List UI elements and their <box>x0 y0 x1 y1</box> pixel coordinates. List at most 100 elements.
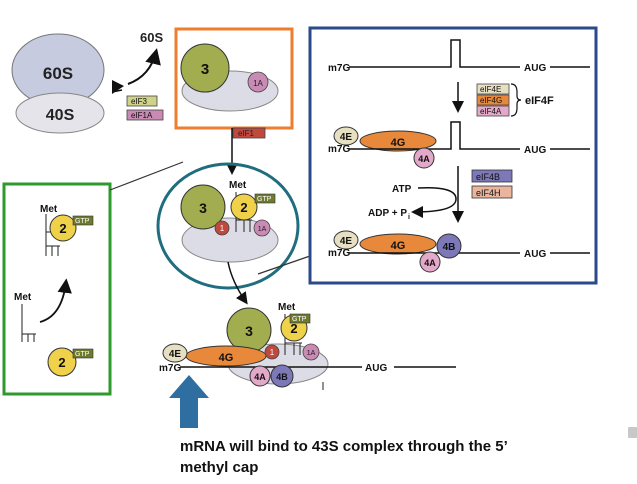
caption-line-2: methyl cap <box>180 459 259 476</box>
binding-site-arrow <box>169 375 209 428</box>
factor-3-label: 3 <box>201 61 209 78</box>
label-released-60s: 60S <box>140 30 163 45</box>
aug-label: AUG <box>365 363 387 374</box>
dissociation-arrow-head <box>112 80 124 94</box>
eif4e-box <box>476 83 510 95</box>
ternary-complex-panel: Met 2 GTP Met 2 GTP <box>2 161 184 396</box>
factor-1a-label: 1A <box>307 350 316 357</box>
eif4e-label: eIF4E <box>480 85 501 94</box>
eif4h-box <box>471 185 513 199</box>
eif4g-box <box>476 94 510 106</box>
aug-label-2: AUG <box>524 145 546 156</box>
complex-43s-panel: 3 1A eIF1 <box>174 27 294 175</box>
mrna-strand-1 <box>349 39 590 68</box>
trna-bottom <box>21 304 36 342</box>
eif4a-circle <box>249 365 271 387</box>
factor-3-label: 3 <box>245 323 253 339</box>
label-60s: 60S <box>43 64 73 83</box>
eif4e-ellipse <box>162 343 188 363</box>
factor-2-label-bottom: 2 <box>58 355 65 370</box>
eif4b-circle <box>270 364 294 388</box>
eif4e-ellipse <box>333 126 359 146</box>
adp-subscript: i <box>408 214 410 221</box>
eif4a-box <box>476 105 510 117</box>
factor-2-label: 2 <box>240 200 247 215</box>
release-60s-arrow <box>127 48 161 85</box>
blue-frame <box>308 26 598 285</box>
eif4g-ellipse <box>359 130 437 152</box>
eif4b-box <box>471 169 513 183</box>
met-label-top: Met <box>40 204 58 215</box>
aug-label-3: AUG <box>524 249 546 260</box>
factor-3-circle <box>180 43 230 93</box>
factor-2-label: 2 <box>290 321 297 336</box>
factor-1-label: 1 <box>270 348 275 357</box>
factor-eif1-label: eIF1 <box>238 129 255 138</box>
eif4h-label: eIF4H <box>476 188 501 198</box>
adp-label: ADP + P <box>368 208 407 219</box>
eif4g-label: 4G <box>391 137 406 149</box>
cap-label: m7G <box>159 363 181 374</box>
cap-label-3: m7G <box>328 248 350 259</box>
preinitiation-panel: 3 Met 2 GTP 1 1A <box>156 162 311 305</box>
eif4a-label: eIF4A <box>480 107 502 116</box>
gtp-box-top <box>72 215 94 226</box>
atp-hydrolysis-curve <box>411 186 457 218</box>
eif4e-label: 4E <box>169 349 182 360</box>
eif4f-label: eIF4F <box>525 95 554 107</box>
gtp-label-top: GTP <box>75 218 90 225</box>
met-label-bottom: Met <box>14 292 32 303</box>
eif4g-label: eIF4G <box>480 96 502 105</box>
factor-eif3-label: eIF3 <box>131 97 148 106</box>
met-label: Met <box>229 180 247 191</box>
eif4a-label: 4A <box>254 372 266 382</box>
aug-label-1: AUG <box>524 63 546 74</box>
atp-label: ATP <box>392 184 412 195</box>
mrna-strand-2 <box>349 121 590 150</box>
ribosome-dissociation: 60S 40S 60S eIF3 eIF1A <box>11 30 164 134</box>
eif4b-label: eIF4B <box>476 172 500 182</box>
eif4e-label: 4E <box>340 236 353 247</box>
factor-1-label: 1 <box>220 224 225 233</box>
label-40s: 40S <box>46 107 75 124</box>
eif4a-circle <box>413 147 435 169</box>
cap-label-1: m7G <box>328 63 350 74</box>
caption-line-1: mRNA will bind to 43S complex through th… <box>180 438 508 455</box>
eif4a-circle <box>419 251 441 273</box>
factor-3-circle <box>180 184 226 230</box>
small-subunit-40s <box>15 92 105 134</box>
gtp-box-bottom <box>72 348 94 359</box>
teal-frame <box>156 162 300 290</box>
eif4b-label: 4B <box>276 372 288 382</box>
green-frame <box>2 182 112 396</box>
eif4b-label: 4B <box>443 242 456 253</box>
gtp-box <box>289 313 311 324</box>
factor-2-circle-bottom <box>47 347 77 377</box>
eif4e-label: 4E <box>340 132 353 143</box>
connector-mrna <box>257 255 311 275</box>
caption: mRNA will bind to 43S complex through th… <box>180 436 560 478</box>
factor-1a-circle <box>247 71 269 93</box>
factor-1-circle <box>264 344 280 360</box>
assembly-arrow <box>39 278 72 323</box>
factor-eif1a-box <box>126 109 164 121</box>
eif4g-ellipse <box>359 233 437 255</box>
eif4e-ellipse <box>333 230 359 250</box>
gtp-label: GTP <box>292 316 307 323</box>
factor-1a-circle <box>253 219 271 237</box>
complex-48s-panel: 3 Met 2 GTP 4G 4E 1 1A m7G AUG 4A 4B <box>159 302 456 390</box>
eif4g-label: 4G <box>391 240 406 252</box>
factor-eif1-box <box>232 127 266 139</box>
factor-1a-label: 1A <box>258 226 267 233</box>
factor-1a-circle <box>302 343 320 361</box>
connector-ternary <box>109 161 184 191</box>
factor-2-label-top: 2 <box>59 221 66 236</box>
mrna-activation-panel: m7G AUG eIF4E eIF4G eIF4A eIF4F 4G 4E m7… <box>308 26 598 285</box>
factor-2-circle <box>230 193 258 221</box>
corner-tab <box>628 427 637 438</box>
gtp-label: GTP <box>257 196 272 203</box>
arrow-to-48s <box>227 261 248 305</box>
factor-eif3-box <box>126 95 158 107</box>
factor-3-label: 3 <box>199 200 207 216</box>
